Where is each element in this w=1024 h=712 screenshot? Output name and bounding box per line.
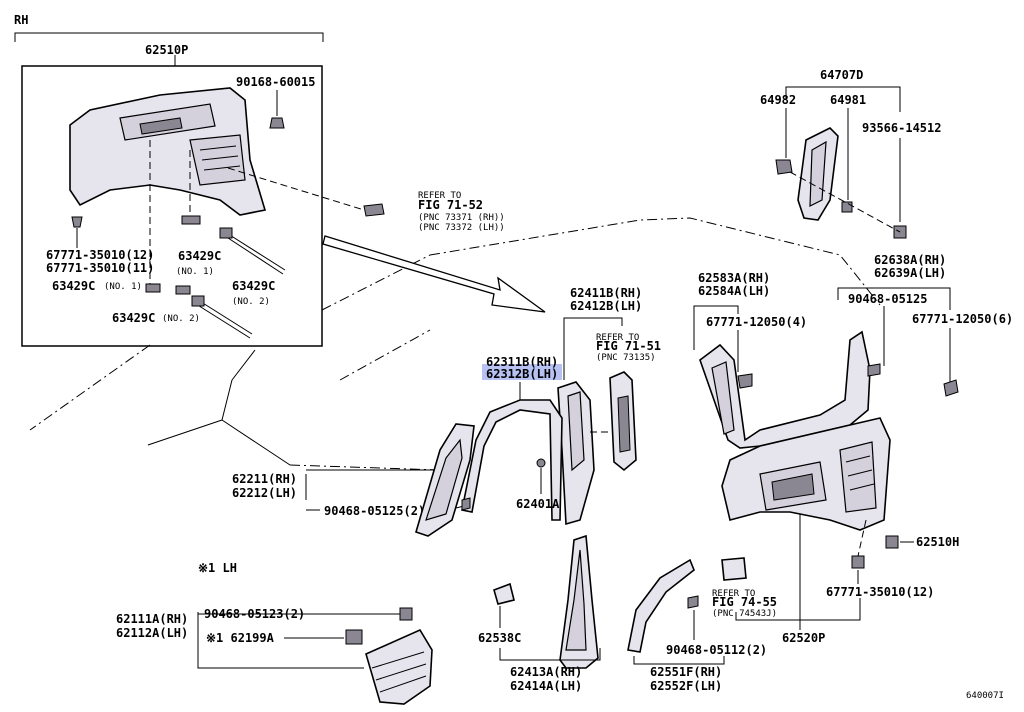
roof-side-rail-trim: [461, 399, 563, 521]
clip-90168: [269, 117, 285, 129]
label-93566: 93566-14512: [862, 121, 941, 135]
label-64981: 64981: [830, 93, 866, 107]
side-label: RH: [14, 13, 28, 27]
label-63429C-3-no: (NO. 1): [104, 282, 142, 292]
group-62638A: 62638A(RH) 62639A(LH) 90468-05125 67771-…: [693, 253, 1013, 449]
label-67771-6: 67771-12050(6): [912, 312, 1013, 326]
label-62538C: 62538C: [478, 631, 521, 645]
label-62510P: 62510P: [145, 43, 188, 57]
clip-63429C-1b: [145, 283, 161, 293]
clip-63429C-1a: [181, 215, 201, 225]
label-63429C-2: 63429C: [232, 279, 275, 293]
label-62411B: 62411B(RH): [570, 286, 642, 300]
clip-64982: [775, 159, 793, 175]
label-67771-11: 67771-35010(11): [46, 261, 154, 275]
label-62413A: 62413A(RH): [510, 665, 582, 679]
label-62111A: 62111A(RH): [116, 612, 188, 626]
svg-text:FIG 71-51: FIG 71-51: [596, 339, 661, 353]
header-bracket: RH 62510P: [14, 13, 324, 66]
cover-74543J: [721, 557, 747, 581]
label-62199A: ※1 62199A: [206, 631, 275, 645]
label-90468-05112: 90468-05112(2): [666, 643, 767, 657]
label-62412B: 62412B(LH): [570, 299, 642, 313]
label-64982: 64982: [760, 93, 796, 107]
label-90468-05125: 90468-05125(2): [324, 504, 425, 518]
svg-text:REFER TO: REFER TO: [712, 589, 755, 599]
group-62520P: REFER TO FIG 74-55 (PNC 74543J) 62520P 6…: [712, 417, 959, 645]
clip-62510H: [885, 535, 899, 549]
label-64707D: 64707D: [820, 68, 863, 82]
label-62583A: 62583A(RH): [698, 271, 770, 285]
svg-text:(PNC 74543J): (PNC 74543J): [712, 609, 777, 619]
svg-text:FIG 71-52: FIG 71-52: [418, 198, 483, 212]
label-62212: 62212(LH): [232, 486, 297, 500]
label-62112A: 62112A(LH): [116, 626, 188, 640]
label-62584A: 62584A(LH): [698, 284, 770, 298]
group-62211: 62211(RH) 62212(LH) 90468-05125(2): [232, 423, 475, 537]
label-62311B: 62311B(RH): [486, 355, 558, 369]
label-62414A: 62414A(LH): [510, 679, 582, 693]
clip-62199A: [345, 629, 363, 645]
group-62311B: 62311B(RH) 62312B(LH): [461, 355, 563, 521]
group-62551F: 90468-05112(2) 62551F(RH) 62552F(LH): [627, 558, 767, 693]
label-63429C-2-no: (NO. 2): [232, 297, 270, 307]
label-67771-35010: 67771-35010(12): [826, 585, 934, 599]
clip-62538C: [493, 582, 515, 605]
label-63429C-1: 63429C: [178, 249, 221, 263]
label-63429C-3: 63429C: [52, 279, 95, 293]
callout-arrow: [322, 235, 546, 313]
group-62401A: 62401A: [516, 458, 560, 511]
label-63429C-4: 63429C: [112, 311, 155, 325]
svg-text:REFER TO: REFER TO: [596, 333, 639, 343]
pillar-trim-62583A: [699, 330, 871, 449]
cowl-side-trim: [365, 628, 433, 705]
svg-text:(PNC 73372 (LH)): (PNC 73372 (LH)): [418, 223, 505, 233]
label-62211: 62211(RH): [232, 472, 297, 486]
note-lh: ※1 LH: [198, 561, 237, 575]
clip-63429C-2a: [219, 227, 233, 239]
group-62413A: 62538C 62413A(RH) 62414A(LH): [478, 534, 601, 693]
label-90168: 90168-60015: [236, 75, 315, 89]
label-62312B[interactable]: 62312B(LH): [486, 367, 558, 381]
svg-text:FIG 74-55: FIG 74-55: [712, 595, 777, 609]
refer-71-52: REFER TO FIG 71-52 (PNC 73371 (RH)) (PNC…: [227, 167, 505, 233]
highlight-62312B: [482, 364, 562, 380]
group-64707D: 64707D 64982 64981 93566-14512: [760, 68, 941, 239]
scuff-plate-62551F: [627, 558, 695, 653]
svg-text:REFER TO: REFER TO: [418, 191, 461, 201]
label-67771-4: 67771-12050(4): [706, 315, 807, 329]
label-62401A: 62401A: [516, 497, 560, 511]
label-62638A: 62638A(RH): [874, 253, 946, 267]
group-62411B: 62411B(RH) 62412B(LH) REFER TO FIG 71-51…: [557, 286, 661, 526]
inset-box: 90168-60015 67771-35010(12) 67771-35010(…: [21, 65, 323, 347]
label-62520P: 62520P: [782, 631, 825, 645]
label-62510H: 62510H: [916, 535, 959, 549]
label-67771-12: 67771-35010(12): [46, 248, 154, 262]
clip-67771-inset: [71, 216, 83, 228]
label-62552F: 62552F(LH): [650, 679, 722, 693]
label-90468-05125-b: 90468-05125: [848, 292, 927, 306]
label-63429C-4-no: (NO. 2): [162, 314, 200, 324]
label-62639A: 62639A(LH): [874, 266, 946, 280]
label-63429C-1-no: (NO. 1): [176, 267, 214, 277]
label-62551F: 62551F(RH): [650, 665, 722, 679]
svg-text:(PNC 73135): (PNC 73135): [596, 353, 656, 363]
figure-code: 640007I: [966, 691, 1004, 701]
group-62111A: 62111A(RH) 62112A(LH) 90468-05123(2) ※1 …: [116, 607, 433, 705]
svg-text:(PNC 73371 (RH)): (PNC 73371 (RH)): [418, 213, 505, 223]
label-90468-05123: 90468-05123(2): [204, 607, 305, 621]
